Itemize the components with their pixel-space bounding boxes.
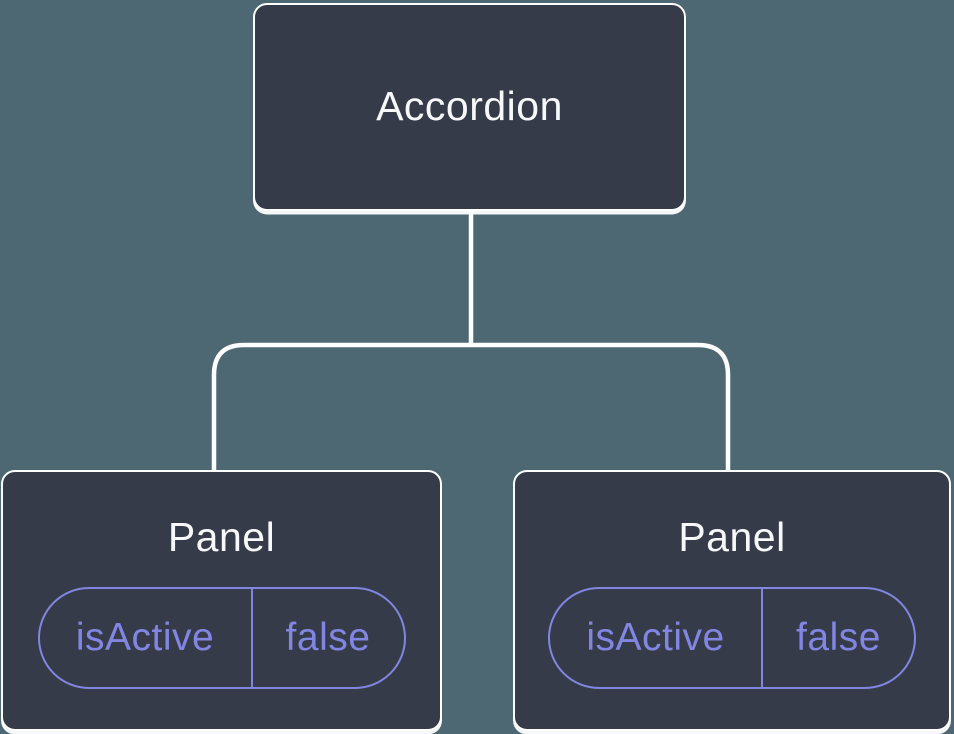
panel-node-label: Panel	[167, 514, 276, 560]
state-value: false	[285, 616, 371, 660]
state-value: false	[796, 616, 881, 660]
branch-connector-line	[211, 342, 731, 470]
panel-node-label: Panel	[678, 514, 786, 560]
state-key: isActive	[550, 589, 763, 688]
state-key: isActive	[40, 589, 253, 688]
accordion-node: Accordion	[253, 3, 686, 211]
state-pill: isActive false	[37, 587, 406, 690]
panel-node-right: Panel isActive false	[513, 470, 951, 731]
state-pill: isActive false	[548, 587, 916, 690]
accordion-node-label: Accordion	[376, 83, 563, 130]
panel-node-left: Panel isActive false	[1, 470, 442, 731]
